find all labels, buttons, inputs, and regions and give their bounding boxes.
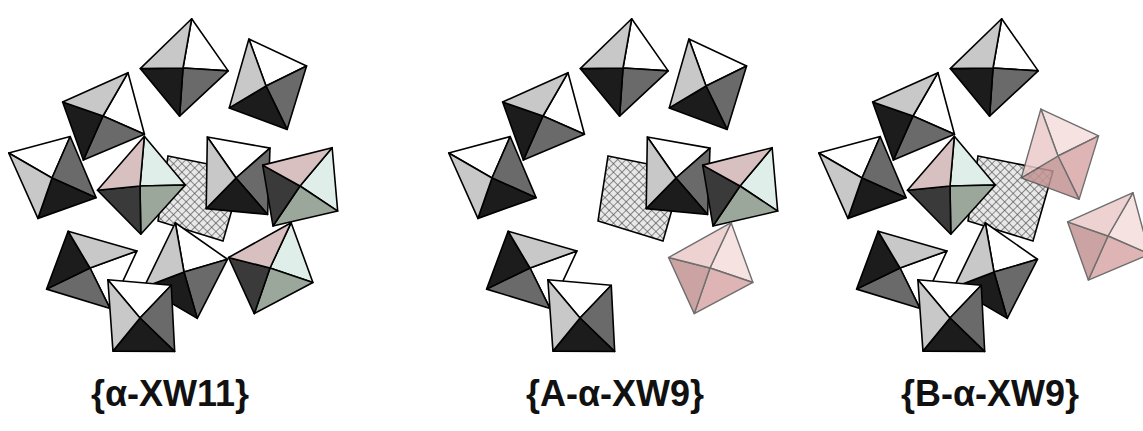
octahedron [133, 11, 236, 123]
octahedron [904, 133, 999, 238]
octahedron [0, 114, 116, 238]
octahedron [677, 121, 807, 252]
octahedron [1001, 94, 1116, 216]
octahedron [209, 24, 324, 146]
octahedron [428, 114, 556, 238]
octahedron [798, 114, 926, 238]
a-xw9-cluster [428, 11, 807, 381]
octahedron [652, 205, 772, 331]
octahedron [94, 133, 189, 238]
figure-label: {B-α-XW9} [901, 372, 1079, 415]
figure-label: {A-α-XW9} [526, 372, 704, 415]
octahedron [212, 205, 332, 331]
b-xw9-cluster [798, 11, 1143, 381]
octahedron [943, 11, 1046, 123]
octahedron [573, 11, 676, 123]
octahedron [237, 121, 367, 252]
octahedron [886, 251, 1016, 382]
xw11-cluster [0, 11, 367, 381]
figure-label: {α-XW11} [91, 372, 249, 415]
octahedron [516, 251, 646, 382]
octahedron [649, 24, 764, 146]
octahedron [76, 251, 206, 382]
octahedron [1048, 172, 1143, 300]
